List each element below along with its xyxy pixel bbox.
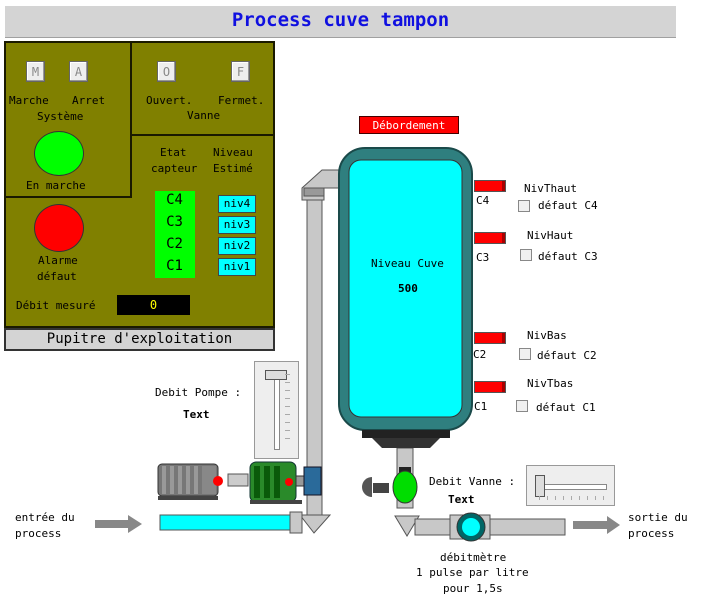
valve-flow-label: Debit Vanne : xyxy=(429,475,516,488)
capteur-label: capteur xyxy=(151,162,198,175)
overflow-indicator: Débordement xyxy=(359,116,459,134)
arret-label: Arret xyxy=(72,94,106,107)
fault-label-c4: défaut C4 xyxy=(538,199,598,212)
sensor-bar-c2 xyxy=(474,332,506,344)
flowmeter-label-2: 1 pulse par litre xyxy=(416,566,529,579)
fault-checkbox-c3[interactable] xyxy=(520,249,532,261)
sensor-state-c3: C3 xyxy=(166,214,183,230)
fermet-label: Fermet. xyxy=(218,94,265,107)
en-marche-label: En marche xyxy=(26,179,86,192)
sensor-bar-c1 xyxy=(474,381,506,393)
fault-label-c3: défaut C3 xyxy=(538,250,598,263)
defaut-label: défaut xyxy=(37,270,77,283)
run-indicator xyxy=(34,131,84,176)
valve-slider-track xyxy=(537,484,607,490)
pump-slider-thumb[interactable] xyxy=(265,370,287,380)
level-estimate-niv3: niv3 xyxy=(218,216,256,234)
sensor-bar-c4 xyxy=(474,180,506,192)
flowmeter-label-3: pour 1,5s xyxy=(443,582,503,595)
valve-slider-ticks xyxy=(539,496,605,500)
tank-level-value: 500 xyxy=(398,282,418,295)
sensor-name-nivhaut: NivHaut xyxy=(527,229,574,242)
valve-section xyxy=(130,41,275,136)
estime-label: Estimé xyxy=(213,162,253,175)
pump-flow-label: Debit Pompe : xyxy=(155,386,242,399)
valve-slider-thumb[interactable] xyxy=(535,475,545,497)
sensor-name-nivtbas: NivTbas xyxy=(527,377,574,390)
outlet-label-2: process xyxy=(628,527,675,540)
sensor-code-c1: C1 xyxy=(474,400,488,413)
marche-label: Marche xyxy=(9,94,49,107)
debit-mesure-display: 0 xyxy=(117,295,190,315)
alarme-label: Alarme xyxy=(38,254,78,267)
niveau-label: Niveau xyxy=(213,146,253,159)
level-estimate-niv1: niv1 xyxy=(218,258,256,276)
level-estimate-niv4: niv4 xyxy=(218,195,256,213)
fault-checkbox-c4[interactable] xyxy=(518,200,530,212)
sensor-code-c3: C3 xyxy=(476,251,490,264)
panel-footer: Pupitre d'exploitation xyxy=(4,328,275,351)
systeme-label: Système xyxy=(37,110,84,123)
sensor-code-c4: C4 xyxy=(476,194,490,207)
fault-checkbox-c2[interactable] xyxy=(519,348,531,360)
inlet-label-2: process xyxy=(15,527,62,540)
level-estimate-niv2: niv2 xyxy=(218,237,256,255)
tank-level-label: Niveau Cuve xyxy=(371,257,444,270)
sensor-state-c2: C2 xyxy=(166,236,183,252)
ouvert-button[interactable]: O xyxy=(157,61,176,82)
sensor-state-box xyxy=(155,191,195,278)
sensor-state-c4: C4 xyxy=(166,192,183,208)
fermet-button[interactable]: F xyxy=(231,61,250,82)
alarm-indicator xyxy=(34,204,84,252)
etat-label: Etat xyxy=(160,146,187,159)
valve-flow-slider[interactable] xyxy=(526,465,615,506)
sensor-code-c2: C2 xyxy=(473,348,487,361)
inlet-label-1: entrée du xyxy=(15,511,75,524)
outlet-label-1: sortie du xyxy=(628,511,688,524)
vanne-label: Vanne xyxy=(187,109,221,122)
page-title: Process cuve tampon xyxy=(5,6,676,38)
pump-slider-ticks xyxy=(285,374,290,446)
sensor-bar-c3 xyxy=(474,232,506,244)
valve-flow-value: Text xyxy=(448,493,475,506)
sensor-state-c1: C1 xyxy=(166,258,183,274)
pump-flow-slider[interactable] xyxy=(254,361,299,459)
sensor-name-nivthaut: NivThaut xyxy=(524,182,577,195)
ouvert-label: Ouvert. xyxy=(146,94,193,107)
fault-label-c2: défaut C2 xyxy=(537,349,597,362)
arret-button[interactable]: A xyxy=(69,61,88,82)
flowmeter-label-1: débitmètre xyxy=(440,551,507,564)
debit-mesure-label: Débit mesuré xyxy=(16,299,96,312)
sensor-name-nivbas: NivBas xyxy=(527,329,567,342)
marche-button[interactable]: M xyxy=(26,61,45,82)
fault-checkbox-c1[interactable] xyxy=(516,400,528,412)
fault-label-c1: défaut C1 xyxy=(536,401,596,414)
pump-slider-track xyxy=(274,372,280,450)
pump-flow-value: Text xyxy=(183,408,210,421)
